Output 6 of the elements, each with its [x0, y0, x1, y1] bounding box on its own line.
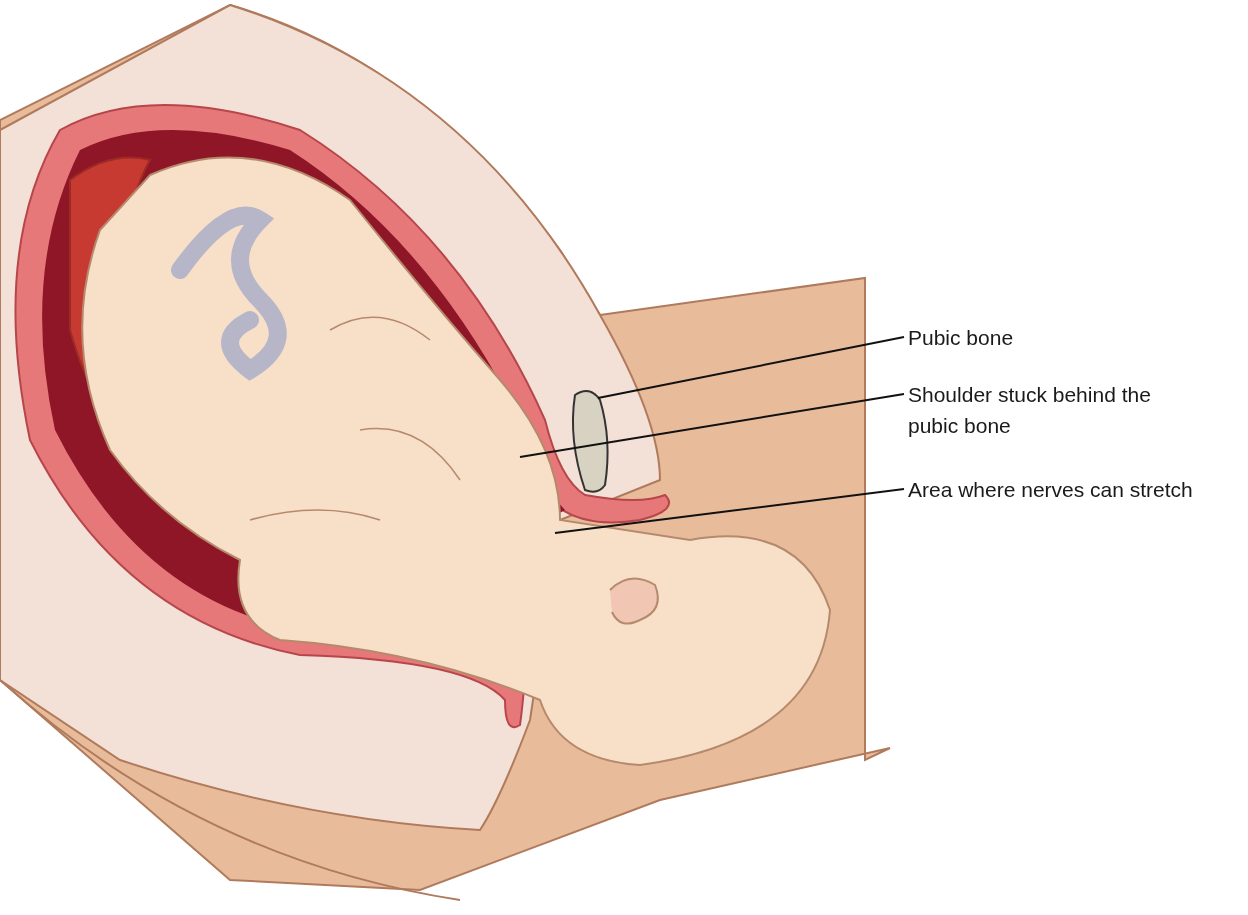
callout-label: Shoulder stuck behind the pubic bone	[908, 379, 1168, 441]
leader-line	[597, 336, 905, 399]
leader-line	[554, 488, 905, 534]
callout-label: Area where nerves can stretch	[908, 474, 1193, 505]
leader-line	[519, 393, 905, 458]
callout-label: Pubic bone	[908, 322, 1014, 353]
